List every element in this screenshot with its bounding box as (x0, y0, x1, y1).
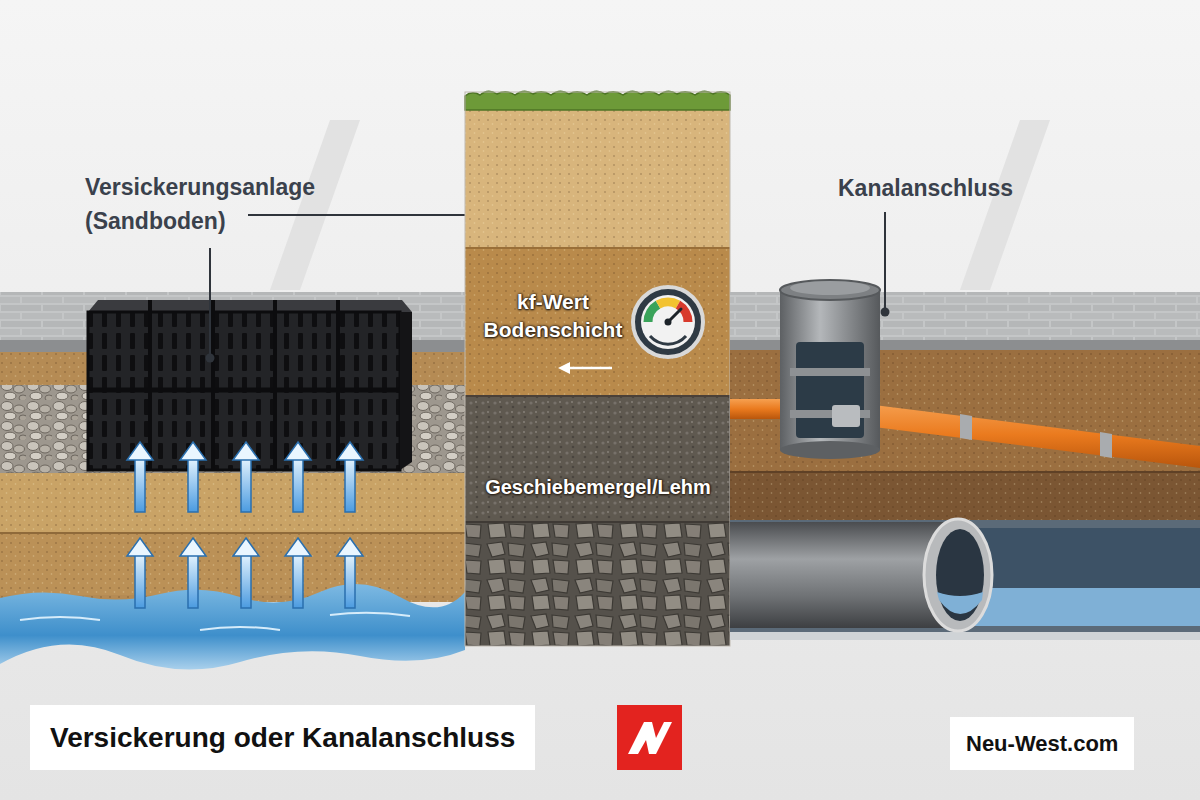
soil-column (465, 91, 730, 646)
concrete-pipe (730, 519, 992, 631)
leader-line-right (881, 212, 890, 317)
soil-label: kf-Wert Bodenschicht (476, 288, 630, 344)
soil-label: Geschiebemergel/Lehm (468, 474, 728, 500)
water-arrows (127, 442, 363, 608)
part-label: Versickerungsanlage (Sandboden) (85, 170, 415, 238)
caption-title: Versickerung oder Kanalanschluss (30, 705, 535, 770)
infiltration-crate (88, 300, 412, 470)
logo (617, 705, 682, 770)
leader-lines-left (206, 211, 489, 363)
kf-arrow (558, 362, 612, 374)
left-ground (0, 292, 465, 670)
website-label: Neu-West.com (950, 717, 1134, 770)
manhole (780, 280, 880, 459)
right-ground (730, 292, 1200, 640)
kf-gauge (633, 287, 703, 357)
part-label: Kanalanschluss (838, 172, 1013, 204)
